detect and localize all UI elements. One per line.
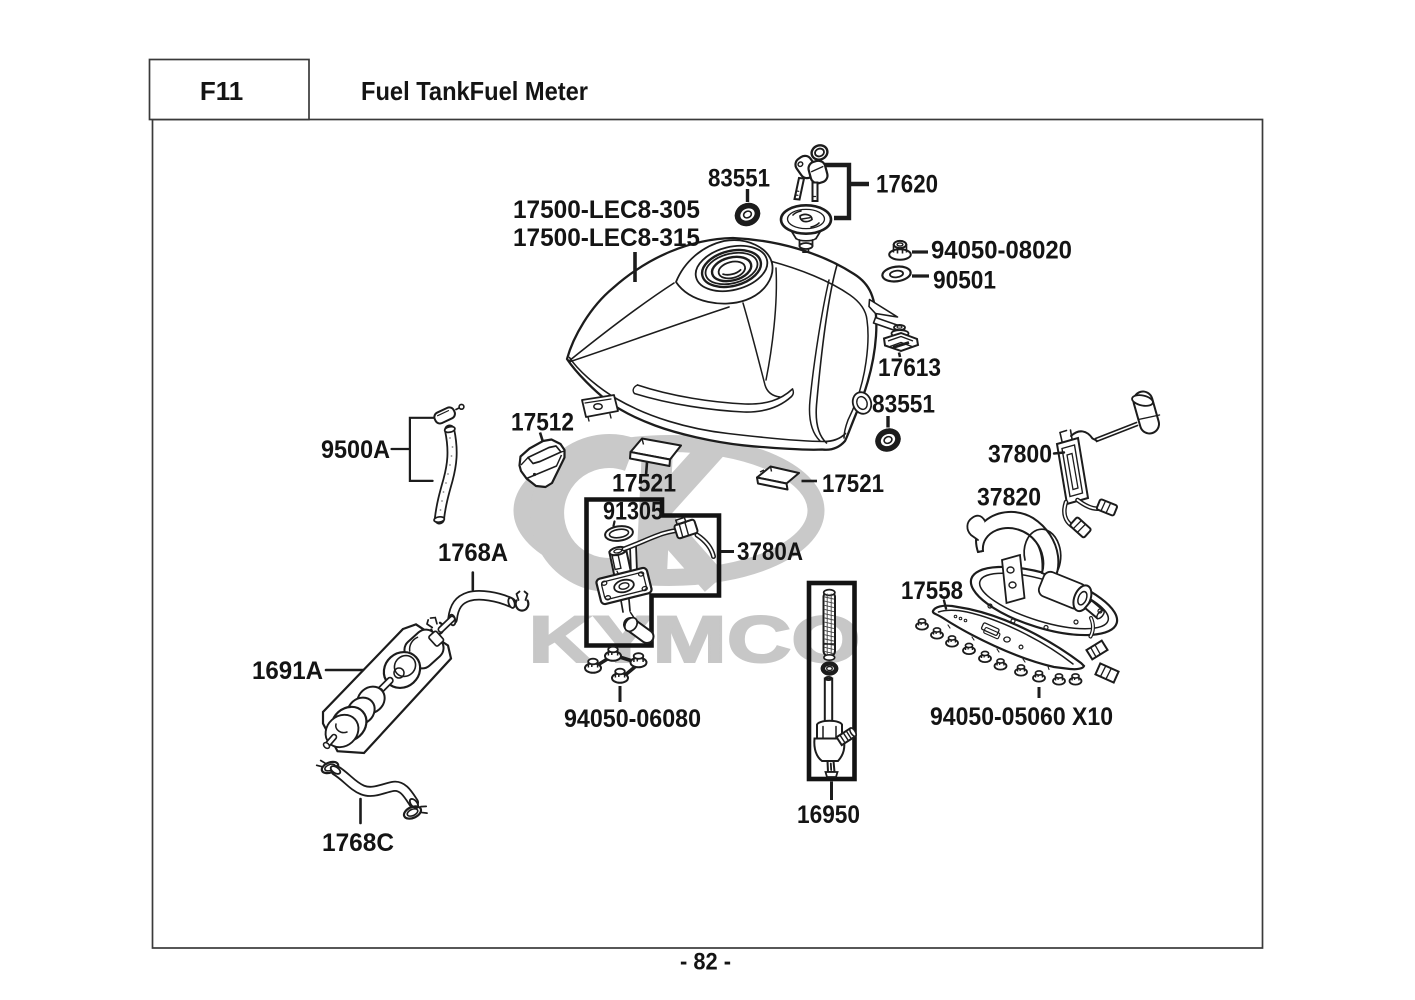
svg-text:9500A: 9500A: [321, 436, 390, 464]
svg-text:17558: 17558: [901, 577, 963, 605]
svg-text:17620: 17620: [876, 171, 938, 199]
svg-text:17521: 17521: [612, 470, 676, 498]
svg-text:37800: 37800: [988, 441, 1052, 469]
svg-text:16950: 16950: [797, 801, 860, 829]
svg-text:94050-05060 X10: 94050-05060 X10: [930, 703, 1113, 731]
svg-text:37820: 37820: [977, 484, 1041, 512]
svg-text:KYMCO: KYMCO: [529, 602, 861, 676]
svg-text:17613: 17613: [878, 354, 941, 382]
svg-text:17500-LEC8-305: 17500-LEC8-305: [513, 196, 700, 224]
svg-text:83551: 83551: [872, 391, 935, 419]
svg-text:83551: 83551: [708, 165, 770, 193]
svg-text:94050-06080: 94050-06080: [564, 705, 701, 733]
svg-text:91305: 91305: [603, 498, 663, 526]
svg-text:F11: F11: [200, 76, 243, 106]
svg-text:17500-LEC8-315: 17500-LEC8-315: [513, 224, 700, 252]
svg-text:Fuel TankFuel Meter: Fuel TankFuel Meter: [361, 76, 588, 106]
svg-text:- 82 -: - 82 -: [680, 949, 731, 976]
svg-text:17521: 17521: [822, 470, 884, 498]
svg-text:1691A: 1691A: [252, 657, 323, 685]
svg-text:1768A: 1768A: [438, 539, 508, 567]
svg-text:3780A: 3780A: [737, 538, 803, 566]
svg-text:94050-08020: 94050-08020: [931, 237, 1072, 265]
svg-text:1768C: 1768C: [322, 829, 394, 857]
svg-text:17512: 17512: [511, 409, 574, 437]
svg-text:90501: 90501: [933, 267, 996, 295]
